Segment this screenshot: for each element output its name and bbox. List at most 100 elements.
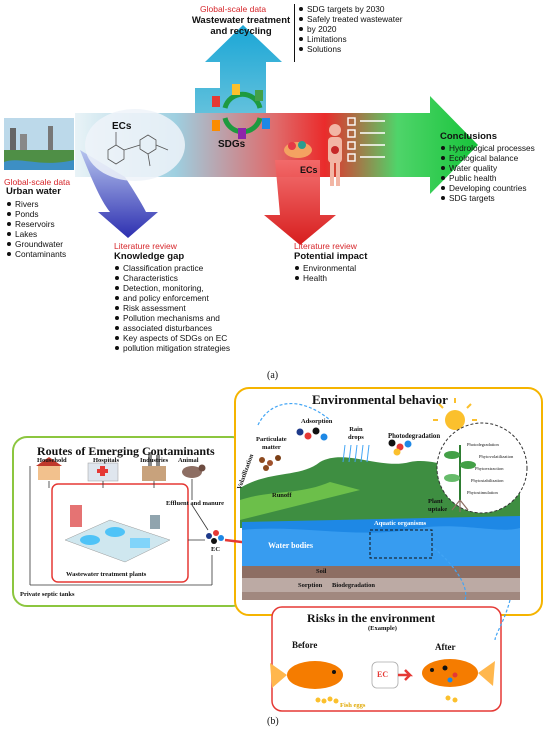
routes-title: Routes of Emerging Contaminants — [37, 444, 215, 458]
rain-label-line2: drops — [348, 434, 364, 441]
landscape-scene — [240, 457, 520, 600]
hospital-icon — [87, 462, 119, 482]
list-item: Groundwater — [6, 239, 66, 249]
conclusions-list: Hydrological processes Ecological balanc… — [440, 143, 535, 203]
rain-drops-icon — [342, 444, 370, 463]
runoff-label: Runoff — [272, 492, 292, 499]
particulate-label-line1: Particulate — [256, 436, 287, 443]
list-item: Characteristics — [114, 273, 230, 283]
urban-title: Urban water — [6, 186, 61, 197]
list-item: Ponds — [6, 209, 66, 219]
aquatic-label: Aquatic organisms — [374, 520, 427, 527]
list-item: Classification practice — [114, 263, 230, 273]
list-item: SDG targets — [440, 193, 535, 203]
wwtp-label: Wastewater treatment plants — [66, 571, 147, 578]
phyto-item: Phytostimulation — [467, 490, 498, 495]
list-item: Limitations — [298, 34, 402, 44]
knowledge-list: Classification practice Characteristics … — [114, 263, 230, 353]
chemical-structure-icon — [107, 132, 169, 167]
sun-icon — [433, 398, 477, 442]
particulate-dots — [259, 455, 281, 471]
plant-uptake-line2: uptake — [428, 506, 448, 513]
sdgs-label: SDGs — [218, 139, 246, 150]
plant-uptake-line1: Plant — [428, 498, 443, 505]
list-item: Key aspects of SDGs on EC — [114, 333, 230, 343]
risks-dashed-arrow — [494, 599, 511, 641]
ecs-circle — [85, 109, 185, 181]
impact-caption: Literature review — [294, 241, 357, 251]
list-item: associated disturbances — [114, 323, 230, 333]
sorption-label: Sorption — [298, 582, 323, 589]
list-item: pollution mitigation strategies — [114, 343, 230, 353]
effluent-label: Effluent and manure — [166, 500, 225, 507]
ecs-label-2: ECs — [300, 165, 318, 175]
risks-title: Risks in the environment — [307, 611, 436, 625]
list-item: Reservoirs — [6, 219, 66, 229]
fish-eggs-after-icon — [445, 695, 458, 703]
industries-label: Industries — [140, 457, 169, 464]
impact-title: Potential impact — [294, 251, 368, 262]
list-item: Ecological balance — [440, 153, 535, 163]
list-item: Developing countries — [440, 183, 535, 193]
list-item: Health — [294, 273, 356, 283]
risks-ec-label: EC — [377, 670, 389, 679]
list-item: Contaminants — [6, 249, 66, 259]
ec-warning-icon — [371, 661, 414, 689]
env-title: Environmental behavior — [312, 392, 448, 407]
list-item: Detection, monitoring, — [114, 283, 230, 293]
list-item: Public health — [440, 173, 535, 183]
list-item: Environmental — [294, 263, 356, 273]
ec-dots-icon — [206, 530, 224, 544]
particulate-label-line2: matter — [261, 444, 281, 451]
wastewater-plant-icon — [64, 505, 171, 563]
list-item: Risk assessment — [114, 303, 230, 313]
fish-eggs-icon — [315, 696, 339, 704]
figure-label-b: (b) — [267, 716, 279, 727]
wastewater-title-line2: and recycling — [210, 26, 272, 37]
flow-arrows-graphic — [4, 25, 478, 245]
food-bowl-icon — [284, 141, 312, 158]
aquatic-highlight — [369, 529, 433, 559]
urban-list: Rivers Ponds Reservoirs Lakes Groundwate… — [6, 199, 66, 259]
wastewater-title-line1: Wastewater treatment — [191, 15, 291, 26]
particulate-label: Particulate matter — [256, 436, 287, 452]
human-body-icon — [328, 124, 342, 186]
wastewater-title: Wastewater treatment and recycling — [186, 15, 296, 37]
list-item: Hydrological processes — [440, 143, 535, 153]
list-item: Safely treated wastewater — [298, 14, 402, 24]
hospitals-label: Hospitals — [93, 457, 120, 464]
list-item: and policy enforcement — [114, 293, 230, 303]
adsorption-label: Adsorption — [301, 418, 333, 425]
list-item: Water quality — [440, 163, 535, 173]
biodegradation-label: Biodegradation — [332, 582, 375, 589]
rain-label: Rain drops — [348, 426, 364, 442]
fish-eggs-label: Fish eggs — [340, 702, 366, 709]
list-item: Lakes — [6, 229, 66, 239]
plant-icon — [444, 445, 476, 512]
fish-after-icon — [422, 659, 495, 687]
urban-caption: Global-scale data — [4, 177, 71, 187]
after-label: After — [435, 642, 456, 652]
phyto-item: Phytovolatilization — [479, 454, 514, 459]
list-item: Rivers — [6, 199, 66, 209]
wastewater-caption: Global-scale data — [200, 4, 267, 14]
wastewater-list: SDG targets by 2030 Safely treated waste… — [298, 4, 402, 54]
septic-label: Private septic tanks — [20, 591, 75, 598]
list-item: Solutions — [298, 44, 402, 54]
animal-label: Animal — [178, 457, 199, 464]
fish-before-icon — [270, 661, 343, 689]
adsorption-dashed-arrow — [257, 403, 331, 426]
list-item: by 2020 — [298, 24, 402, 34]
knowledge-title: Knowledge gap — [114, 251, 185, 262]
conclusions-title: Conclusions — [440, 131, 498, 142]
photodegradation-label: Photodegradation — [388, 433, 441, 440]
aquatic-dashed-arrow — [429, 544, 467, 601]
impact-list: Environmental Health — [294, 263, 356, 283]
phyto-item: Phytostabilization — [471, 478, 504, 483]
figure-label-a: (a) — [267, 370, 279, 381]
list-item: SDG targets by 2030 — [298, 4, 402, 14]
list-item: Pollution mechanisms and — [114, 313, 230, 323]
ec-label: EC — [211, 546, 221, 553]
recycle-icon — [212, 84, 270, 139]
